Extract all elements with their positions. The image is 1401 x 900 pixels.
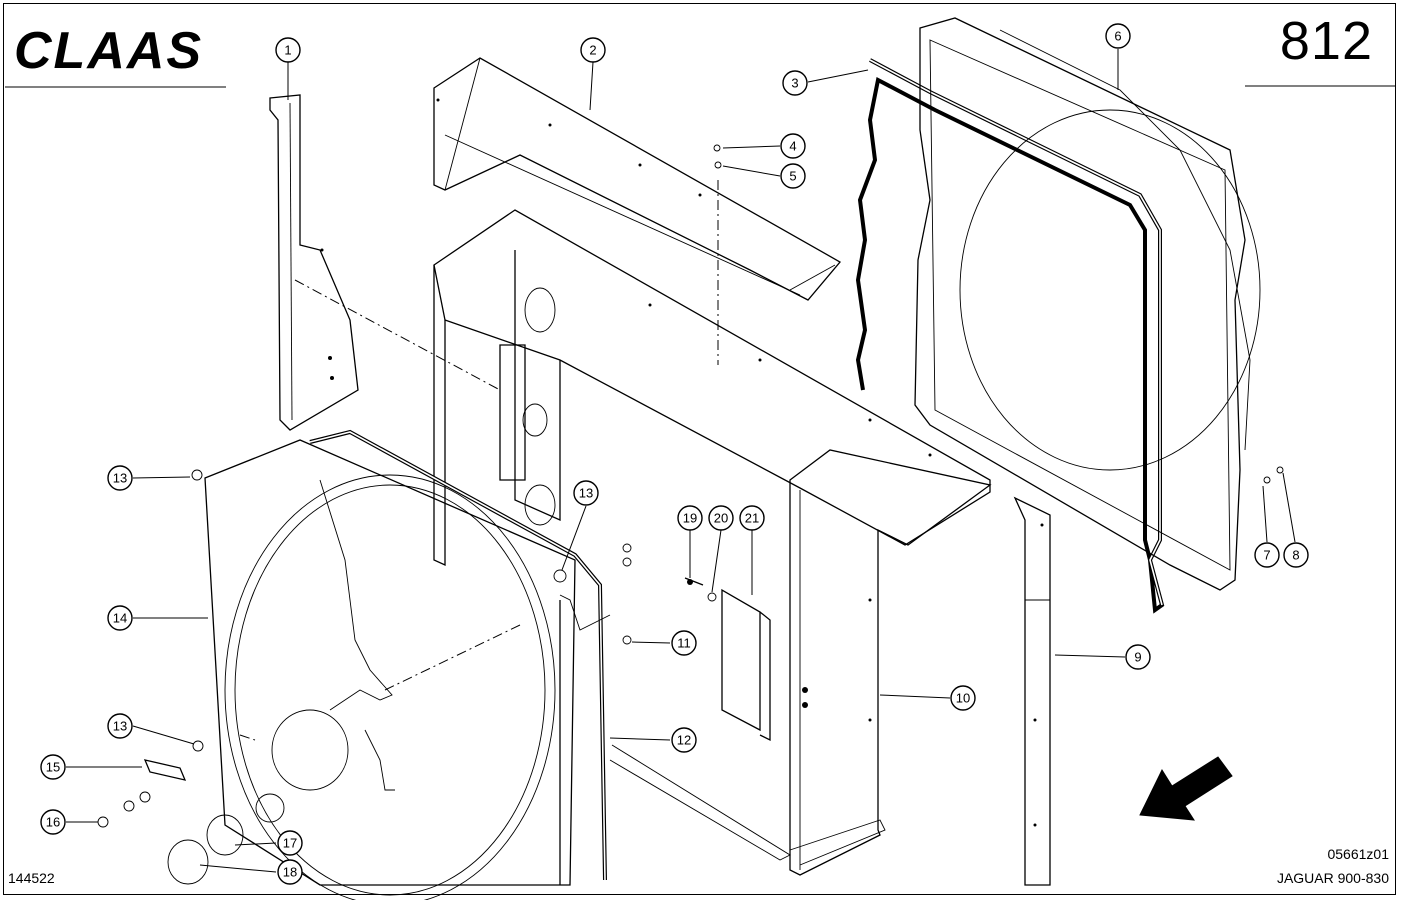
claas-logo: CLAAS (14, 22, 203, 78)
drawing-frame (3, 3, 1396, 895)
svg-text:15: 15 (46, 760, 60, 775)
callout-19: 19 (677, 505, 703, 531)
svg-text:10: 10 (956, 691, 970, 706)
callout-13-bottom: 13 (107, 713, 133, 739)
footer-code: 144522 (8, 870, 55, 886)
lower-frame-bars (559, 594, 791, 885)
part-1-bracket (269, 94, 359, 431)
assembly-line-4 (239, 734, 256, 741)
svg-text:9: 9 (1134, 650, 1141, 665)
callout-6: 6 (1105, 23, 1131, 49)
callout-9: 9 (1125, 644, 1151, 670)
direction-arrow-icon (1139, 756, 1233, 821)
svg-text:13: 13 (579, 486, 593, 501)
callout-17: 17 (277, 830, 303, 856)
callout-13-center: 13 (573, 480, 599, 506)
svg-text:1: 1 (284, 43, 291, 58)
sheet-number: 812 (1279, 11, 1373, 71)
assembly-line-1 (294, 279, 501, 391)
svg-text:14: 14 (113, 611, 127, 626)
svg-text:13: 13 (113, 471, 127, 486)
callout-21: 21 (739, 505, 765, 531)
svg-text:13: 13 (113, 719, 127, 734)
svg-text:12: 12 (677, 733, 691, 748)
svg-text:2: 2 (589, 43, 596, 58)
assembly-line-3 (384, 624, 521, 691)
svg-text:3: 3 (791, 76, 798, 91)
svg-text:17: 17 (283, 836, 297, 851)
drawing-reference: 05661z01 (1327, 846, 1389, 862)
svg-text:8: 8 (1292, 548, 1299, 563)
part-2-top-cover (433, 57, 842, 301)
svg-text:18: 18 (283, 865, 297, 880)
callout-16: 16 (40, 809, 66, 835)
parts-19-21-bracket-plate (684, 577, 771, 742)
part-6-fan-shroud (914, 17, 1261, 591)
svg-text:4: 4 (789, 139, 796, 154)
part-9-side-strip (1013, 496, 1051, 886)
callout-20: 20 (708, 505, 734, 531)
svg-text:19: 19 (683, 511, 697, 526)
callout-14: 14 (107, 605, 133, 631)
callout-2: 2 (580, 37, 606, 63)
part-3-gasket (855, 58, 1165, 614)
callout-15: 15 (40, 754, 66, 780)
svg-text:16: 16 (46, 815, 60, 830)
callout-12: 12 (671, 727, 697, 753)
svg-text:21: 21 (745, 511, 759, 526)
part-14-fan-guard (204, 439, 576, 900)
callout-4: 4 (780, 133, 806, 159)
claas-logo-text: CLAAS (14, 22, 203, 78)
svg-text:6: 6 (1114, 29, 1121, 44)
part-12-seal (309, 429, 607, 881)
svg-text:5: 5 (789, 169, 796, 184)
model-name: JAGUAR 900-830 (1276, 870, 1389, 886)
part-10-side-panel (789, 449, 992, 876)
radiator-frame (433, 209, 991, 567)
svg-text:11: 11 (677, 636, 691, 651)
callout-13-top: 13 (107, 465, 133, 491)
svg-text:7: 7 (1263, 548, 1270, 563)
callout-3: 3 (782, 70, 808, 96)
callout-8: 8 (1283, 542, 1309, 568)
leader-lines (66, 49, 1296, 873)
callout-1: 1 (275, 37, 301, 63)
callout-10: 10 (950, 685, 976, 711)
hardware-items (97, 144, 1284, 885)
callout-11: 11 (671, 630, 697, 656)
callout-18: 18 (277, 859, 303, 885)
callout-5: 5 (780, 163, 806, 189)
callout-7: 7 (1254, 542, 1280, 568)
svg-text:20: 20 (714, 511, 728, 526)
